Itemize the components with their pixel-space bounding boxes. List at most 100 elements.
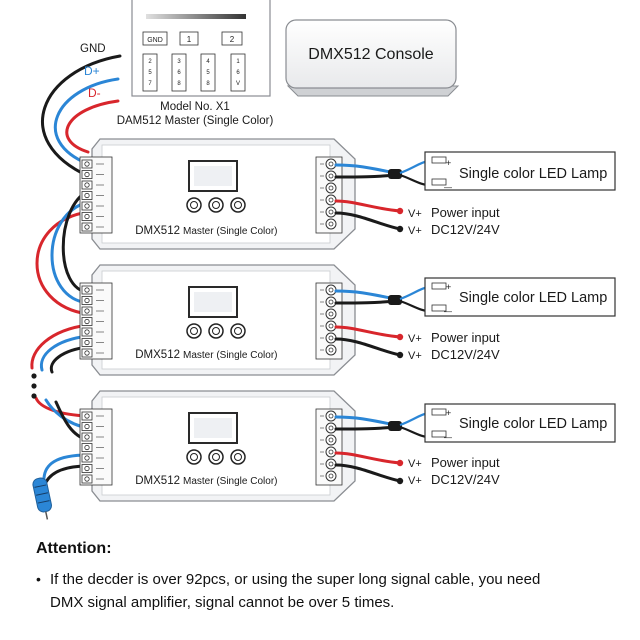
unit-1-sub: Master (Single Color) (183, 226, 277, 237)
continuation-dots (31, 373, 37, 399)
svg-text:5: 5 (148, 70, 152, 76)
attention-line-2: DMX signal amplifier, signal cannot be o… (50, 594, 395, 611)
svg-text:8: 8 (206, 81, 210, 87)
wire-joiner (388, 421, 402, 431)
unit-3-lamp-minus: — (444, 433, 452, 442)
d-minus-wire (65, 99, 120, 154)
unit-1-power-label: Power input (431, 205, 500, 220)
gnd-label: GND (80, 43, 106, 55)
power-terminal-red (396, 459, 404, 467)
decoder-unit-3 (79, 390, 616, 502)
power-wire-red (334, 325, 402, 339)
bullet-icon: • (36, 571, 41, 587)
x1-switch-3: 4 5 8 (200, 53, 216, 92)
unit-1-lamp-minus: — (444, 183, 452, 192)
attention-note: Attention: • If the decder is over 92pcs… (36, 540, 636, 614)
wire-joiner (388, 169, 402, 179)
svg-text:7: 7 (148, 81, 152, 87)
attention-item: • If the decder is over 92pcs, or using … (36, 568, 636, 591)
signal-wires (30, 54, 122, 484)
unit-3-vplus-bottom: V+ (408, 475, 422, 487)
power-terminal-red (396, 207, 404, 215)
unit-3-vplus-top: V+ (408, 458, 422, 470)
terminator-resistor (32, 477, 52, 520)
attention-line-1: If the decder is over 92pcs, or using th… (50, 571, 541, 588)
attention-item-cont: DMX signal amplifier, signal cannot be o… (36, 591, 636, 614)
power-terminal-red (396, 333, 404, 341)
x1-switch-1: 2 5 7 (142, 53, 158, 92)
right-terminal-block (315, 408, 343, 486)
led-lamp (424, 151, 616, 191)
dmx512-console: DMX512 Console (285, 19, 460, 97)
unit-1-vplus-top: V+ (408, 208, 422, 220)
unit-2-sub: Master (Single Color) (183, 350, 277, 361)
power-wire-red (334, 451, 402, 465)
wire-joiner (388, 295, 402, 305)
decoder-unit-1 (79, 138, 616, 250)
unit-1-lamp: Single color LED Lamp (459, 166, 607, 182)
x1-model-number: Model No. X1 (160, 101, 230, 113)
unit-2-labels: DMX512 Master (Single Color) Single colo… (135, 282, 607, 362)
power-terminal-black (396, 477, 404, 485)
d-minus-label: D- (88, 86, 101, 100)
right-terminal-block (315, 282, 343, 360)
svg-text:V: V (236, 81, 240, 87)
unit-2-lamp: Single color LED Lamp (459, 290, 607, 306)
attention-title: Attention: (36, 540, 112, 557)
x1-switch-2: 3 6 8 (171, 53, 187, 92)
unit-3-sub: Master (Single Color) (183, 476, 277, 487)
unit-2-name: DMX512 (135, 349, 180, 361)
left-terminal-block (79, 282, 113, 360)
svg-text:3: 3 (177, 59, 181, 65)
unit-3-lamp: Single color LED Lamp (459, 416, 607, 432)
x1-header-1: 1 (187, 35, 192, 44)
left-terminal-block (79, 408, 113, 486)
unit-1-labels: DMX512 Master (Single Color) Single colo… (135, 158, 607, 237)
svg-text:6: 6 (177, 70, 181, 76)
link-1-2-blue (50, 200, 90, 305)
unit-1-name: DMX512 (135, 225, 180, 237)
left-terminal-block (79, 156, 113, 234)
led-lamp (424, 277, 616, 317)
x1-gradient-bar (146, 14, 246, 19)
unit-3-labels: DMX512 Master (Single Color) Single colo… (135, 408, 607, 487)
unit-1-voltage: DC12V/24V (431, 222, 500, 237)
x1-header-gnd: GND (147, 37, 163, 44)
unit-2-vplus-bottom: V+ (408, 350, 422, 362)
right-terminal-block (315, 156, 343, 234)
d-plus-label: D+ (84, 64, 100, 78)
unit-2-vplus-top: V+ (408, 333, 422, 345)
unit-2-voltage: DC12V/24V (431, 347, 500, 362)
power-wire-black (334, 211, 402, 231)
x1-description: DAM512 Master (Single Color) (117, 115, 274, 127)
wire-labels: GND D+ D- (80, 43, 106, 100)
x1-header-2: 2 (230, 35, 235, 44)
power-wire-black (334, 337, 402, 357)
link-1-2-black (61, 189, 90, 294)
d-plus-wire (54, 77, 120, 166)
unit-3-power-label: Power input (431, 455, 500, 470)
power-wire-black (334, 463, 402, 483)
unit-3-name: DMX512 (135, 475, 180, 487)
svg-text:1: 1 (236, 59, 240, 65)
power-wire-red (334, 199, 402, 213)
unit-1-vplus-bottom: V+ (408, 225, 422, 237)
svg-text:5: 5 (206, 70, 210, 76)
console-label: DMX512 Console (308, 46, 434, 63)
svg-text:4: 4 (206, 59, 210, 65)
unit-3-lamp-plus: + (446, 408, 451, 418)
unit-1-lamp-plus: + (446, 158, 451, 168)
decoder-unit-2 (79, 264, 616, 376)
power-terminal-black (396, 351, 404, 359)
svg-text:8: 8 (177, 81, 181, 87)
x1-controller: GND 1 2 2 5 7 3 6 8 4 5 8 1 6 V Model No… (117, 0, 274, 127)
x1-switch-4: 1 6 V (230, 53, 246, 92)
gnd-wire (41, 54, 122, 178)
power-terminal-black (396, 225, 404, 233)
unit-2-lamp-plus: + (446, 282, 451, 292)
unit-3-voltage: DC12V/24V (431, 472, 500, 487)
unit-2-lamp-minus: — (444, 307, 452, 316)
unit-2-power-label: Power input (431, 330, 500, 345)
svg-text:6: 6 (236, 70, 240, 76)
